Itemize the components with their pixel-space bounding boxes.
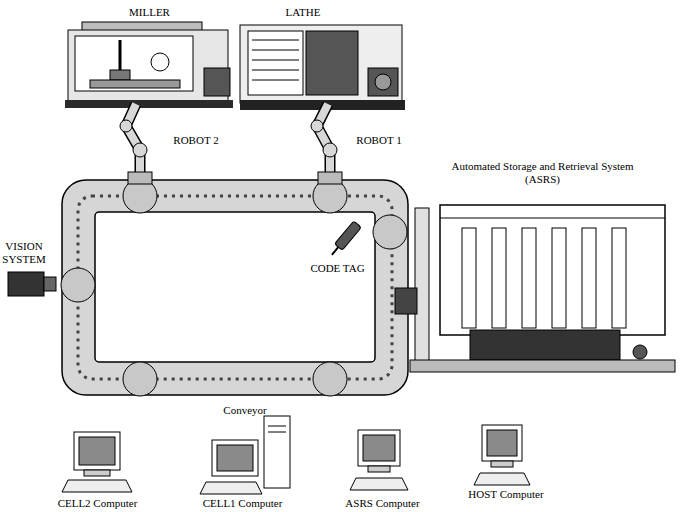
- equipment-label: HOST Computer: [461, 488, 551, 501]
- vision-camera: [8, 272, 56, 296]
- equipment-node: CODE TAG: [300, 222, 375, 277]
- equipment-label: Automated Storage and Retrieval System (…: [435, 160, 650, 186]
- robot-arm: [311, 104, 342, 184]
- equipment-label: VISION SYSTEM: [0, 240, 48, 266]
- equipment-node: MILLER: [62, 2, 237, 112]
- equipment-label: CELL1 Computer: [200, 497, 285, 510]
- equipment-node: ROBOT 1: [295, 100, 410, 190]
- conveyor-track: [61, 179, 408, 396]
- equipment-label: CODE TAG: [300, 262, 375, 275]
- equipment-label: Conveyor: [210, 404, 280, 417]
- equipment-node: ASRS Computer: [350, 430, 415, 510]
- equipment-node: Automated Storage and Retrieval System (…: [410, 160, 675, 390]
- code-tag-reader: [328, 221, 361, 258]
- equipment-label: ROBOT 2: [170, 134, 222, 147]
- equipment-node: HOST Computer: [476, 424, 536, 499]
- milling-machine: [65, 22, 233, 108]
- asrs-rack: [395, 205, 675, 372]
- robot-arm: [120, 104, 152, 184]
- computer-terminal: [200, 416, 290, 494]
- equipment-label: ROBOT 1: [353, 134, 405, 147]
- computer-terminal: [62, 432, 132, 492]
- equipment-node: Conveyor: [62, 178, 410, 418]
- equipment-label: CELL2 Computer: [55, 497, 140, 510]
- equipment-label: ASRS Computer: [335, 497, 430, 510]
- equipment-node: VISION SYSTEM: [0, 240, 60, 306]
- computer-terminal: [350, 430, 408, 490]
- equipment-node: LATHE: [238, 2, 408, 112]
- equipment-label: LATHE: [258, 6, 348, 19]
- computer-terminal: [474, 425, 530, 485]
- equipment-label: MILLER: [62, 6, 237, 19]
- equipment-node: CELL1 Computer: [198, 414, 295, 510]
- lathe-machine: [240, 25, 405, 110]
- equipment-node: ROBOT 2: [115, 100, 235, 190]
- equipment-node: CELL2 Computer: [60, 430, 135, 510]
